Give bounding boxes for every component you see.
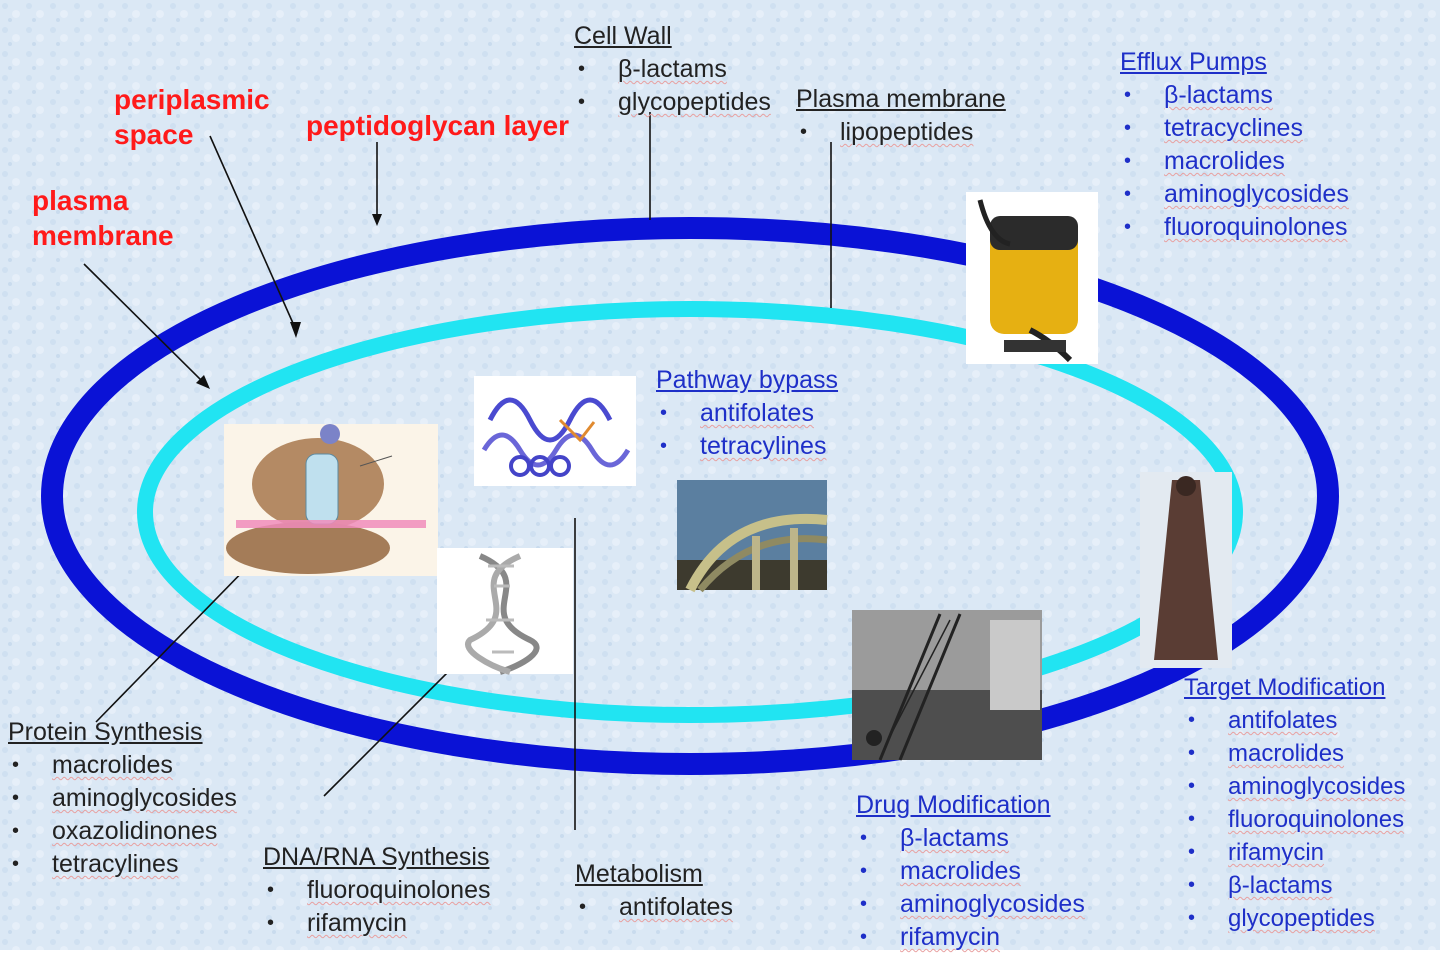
pathway-bypass-heading: Pathway bypass [656, 366, 839, 394]
target-modification-group: Target Modification antifolates macrolid… [1184, 671, 1405, 935]
plasma-membrane-item: lipopeptides [796, 116, 1006, 149]
pathway-bypass-item: tetracylines [656, 430, 838, 463]
target-modification-item: aminoglycosides [1184, 770, 1405, 803]
efflux-pumps-item: macrolides [1120, 145, 1349, 178]
metabolism-heading: Metabolism [575, 860, 703, 888]
cell-wall-item: glycopeptides [574, 86, 771, 119]
target-modification-item: glycopeptides [1184, 902, 1405, 935]
target-modification-item: antifolates [1184, 704, 1405, 737]
outer-cell-wall-ring [41, 217, 1339, 775]
target-modification-item: rifamycin [1184, 836, 1405, 869]
protein-synthesis-leader [95, 557, 257, 723]
plasma-membrane-heading: Plasma membrane [796, 85, 1006, 113]
protein-synthesis-heading: Protein Synthesis [8, 718, 203, 746]
drug-modification-item: β-lactams [856, 822, 1085, 855]
inner-plasma-membrane-ring [137, 301, 1243, 723]
efflux-pumps-group: Efflux Pumps β-lactams tetracyclines mac… [1120, 46, 1349, 244]
protein-structure-illustration [474, 376, 636, 486]
periplasmic-arrowhead [290, 322, 301, 338]
cloak-photo [1140, 472, 1232, 668]
efflux-pumps-heading: Efflux Pumps [1120, 48, 1267, 76]
metabolism-group: Metabolism antifolates [575, 858, 733, 924]
protein-synthesis-item: macrolides [8, 749, 237, 782]
bottom-strip [0, 950, 1440, 964]
pathway-bypass-group: Pathway bypass antifolates tetracylines [656, 364, 838, 463]
dna-rna-synthesis-heading: DNA/RNA Synthesis [263, 843, 490, 871]
protein-synthesis-group: Protein Synthesis macrolides aminoglycos… [8, 716, 237, 881]
pathway-bypass-item: antifolates [656, 397, 838, 430]
efflux-pumps-item: β-lactams [1120, 79, 1349, 112]
cell-wall-item: β-lactams [574, 53, 771, 86]
target-modification-item: macrolides [1184, 737, 1405, 770]
efflux-pumps-item: tetracyclines [1120, 112, 1349, 145]
target-modification-item: β-lactams [1184, 869, 1405, 902]
plasma-membrane-group: Plasma membrane lipopeptides [796, 83, 1006, 149]
drug-modification-item: macrolides [856, 855, 1085, 888]
plasma-membrane-label: plasma membrane [32, 185, 174, 251]
dna-helix-illustration [437, 548, 573, 675]
drug-modification-heading: Drug Modification [856, 791, 1051, 819]
highway-overpass-photo [677, 480, 828, 593]
cell-wall-heading: Cell Wall [574, 22, 672, 50]
cell-wall-group: Cell Wall β-lactams glycopeptides [574, 20, 771, 119]
target-modification-heading: Target Modification [1184, 674, 1386, 701]
dna-rna-synthesis-item: rifamycin [263, 907, 490, 940]
efflux-pumps-item: fluoroquinolones [1120, 211, 1349, 244]
ribosome-illustration [224, 424, 438, 576]
peptidoglycan-arrowhead [372, 214, 382, 226]
drug-modification-item: rifamycin [856, 921, 1085, 954]
metabolism-item: antifolates [575, 891, 733, 924]
drug-modification-group: Drug Modification β-lactams macrolides a… [856, 789, 1085, 954]
peptidoglycan-layer-label: peptidoglycan layer [306, 110, 569, 141]
plasma-arrow [83, 263, 205, 384]
demolition-crane-photo [852, 610, 1042, 761]
target-modification-item: fluoroquinolones [1184, 803, 1405, 836]
efflux-pumps-item: aminoglycosides [1120, 178, 1349, 211]
periplasmic-arrow [209, 135, 297, 331]
protein-synthesis-item: tetracylines [8, 848, 237, 881]
periplasmic-space-label: periplasmic space [114, 84, 270, 150]
drug-modification-item: aminoglycosides [856, 888, 1085, 921]
dna-rna-synthesis-group: DNA/RNA Synthesis fluoroquinolones rifam… [263, 841, 490, 940]
protein-synthesis-item: aminoglycosides [8, 782, 237, 815]
dna-rna-synthesis-item: fluoroquinolones [263, 874, 490, 907]
plasma-arrowhead [196, 375, 210, 389]
protein-synthesis-item: oxazolidinones [8, 815, 237, 848]
shop-vacuum-photo [966, 192, 1098, 364]
